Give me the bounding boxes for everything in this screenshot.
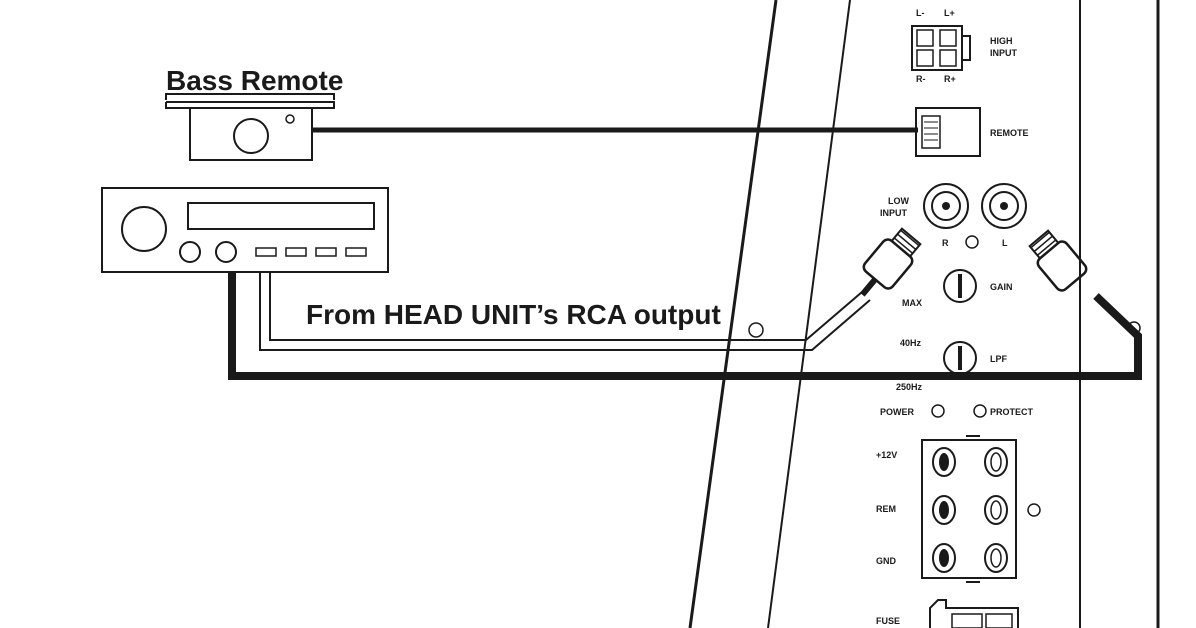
- head-unit-display: [187, 202, 375, 230]
- terminal-screw-icon: [932, 447, 956, 477]
- power-terminal-block: +12V REM GND: [876, 435, 1041, 583]
- mount-hole-icon: [1127, 321, 1141, 335]
- terminal-screw-icon: [984, 447, 1008, 477]
- rca-plug-right: [859, 227, 922, 297]
- remote-jack: REMOTE: [915, 107, 1029, 157]
- rca-cable-left: [228, 272, 1142, 380]
- low-input-label: LOW: [888, 196, 909, 206]
- high-input-label: HIGH: [990, 36, 1013, 46]
- remote-jack-label: REMOTE: [990, 128, 1029, 138]
- high-l-minus-label: L-: [916, 8, 925, 18]
- bass-remote: Bass Remote: [165, 65, 343, 161]
- mount-hole-icon: [748, 322, 764, 338]
- max-label: MAX: [902, 298, 922, 308]
- terminal-led-icon: [1027, 503, 1041, 517]
- terminal-screw-icon: [984, 495, 1008, 525]
- head-unit-button: [285, 247, 307, 257]
- rca-plug-left: [1028, 229, 1088, 292]
- fuse-label: FUSE: [876, 616, 900, 626]
- high-input-connector: L- L+ R- R+ HIGH INPUT: [911, 8, 1018, 84]
- terminal-screw-icon: [932, 495, 956, 525]
- bass-remote-led-icon: [285, 114, 295, 124]
- bass-remote-knob-icon: [233, 118, 269, 154]
- low-input-label: INPUT: [880, 208, 908, 218]
- head-unit-button: [345, 247, 367, 257]
- fuse: FUSE: [876, 599, 1019, 628]
- head-unit: [101, 187, 389, 273]
- rca-jack-left-icon: [981, 183, 1027, 229]
- freq-40-label: 40Hz: [900, 338, 922, 348]
- bass-remote-label: Bass Remote: [166, 65, 343, 96]
- amplifier-body: [688, 0, 1160, 628]
- high-r-plus-label: R+: [944, 74, 956, 84]
- status-leds: POWER PROTECT: [880, 404, 1034, 418]
- head-unit-button: [255, 247, 277, 257]
- power-led-icon: [931, 404, 945, 418]
- terminal-screw-icon: [932, 543, 956, 573]
- terminal-gnd-label: GND: [876, 556, 897, 566]
- lpf-knob-icon: [943, 341, 977, 375]
- terminal-12v-label: +12V: [876, 450, 897, 460]
- gain-control: MAX GAIN: [902, 269, 1013, 308]
- power-label: POWER: [880, 407, 915, 417]
- rca-caption: From HEAD UNIT’s RCA output: [306, 299, 721, 330]
- high-r-minus-label: R-: [916, 74, 926, 84]
- low-input-jacks: LOW INPUT R L: [880, 183, 1027, 249]
- rca-cable-right: [259, 272, 871, 351]
- high-l-plus-label: L+: [944, 8, 955, 18]
- terminal-rem-label: REM: [876, 504, 896, 514]
- gain-knob-icon: [943, 269, 977, 303]
- head-unit-knob-icon: [179, 241, 201, 263]
- protect-label: PROTECT: [990, 407, 1034, 417]
- head-unit-volume-knob-icon: [121, 206, 167, 252]
- head-unit-knob-icon: [215, 241, 237, 263]
- protect-led-icon: [973, 404, 987, 418]
- rca-jack-right-icon: [923, 183, 969, 229]
- gain-label: GAIN: [990, 282, 1013, 292]
- freq-250-label: 250Hz: [896, 382, 923, 392]
- lpf-control: 40Hz LPF 250Hz: [896, 338, 1008, 392]
- terminal-screw-icon: [984, 543, 1008, 573]
- high-input-label: INPUT: [990, 48, 1018, 58]
- head-unit-button: [315, 247, 337, 257]
- rca-r-label: R: [942, 238, 949, 248]
- lpf-label: LPF: [990, 354, 1008, 364]
- rca-l-label: L: [1002, 238, 1008, 248]
